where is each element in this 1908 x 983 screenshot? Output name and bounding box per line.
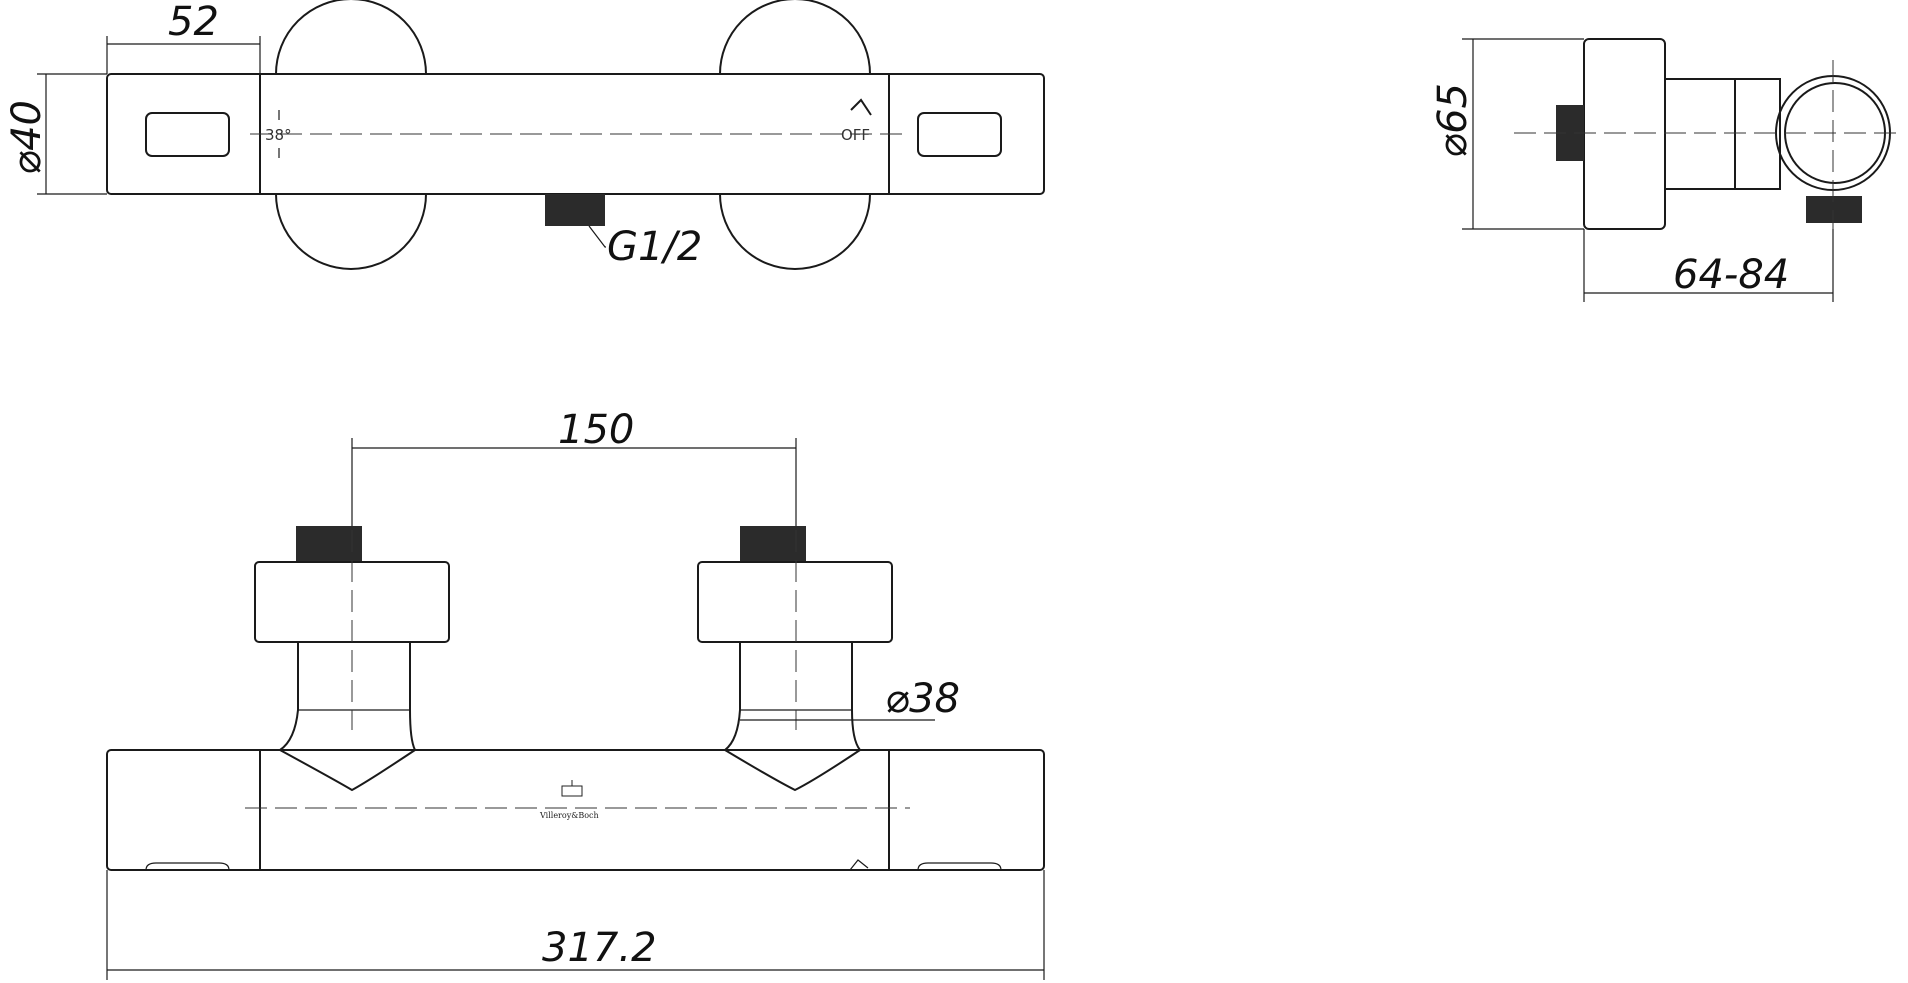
left-inlet-thread (296, 526, 362, 562)
side-outlet-thread (1806, 196, 1862, 223)
left-handle-disc-bottom (275, 193, 427, 270)
mixer-body-top (106, 73, 1045, 195)
dim-inlet-diameter: ⌀38 (885, 676, 960, 722)
valve-handle-icon (850, 98, 872, 116)
front-right-window-edge (917, 862, 1002, 871)
brand-label: Villeroy&Boch (539, 811, 599, 820)
right-inlet-thread (740, 526, 806, 562)
side-view: ⌀65 64-84 (1430, 38, 1897, 302)
castle-logo-icon (561, 780, 583, 797)
right-flange (697, 561, 893, 643)
off-label: OFF (841, 126, 870, 144)
dim-top-width: 52 (168, 0, 219, 45)
dim-side-diameter: ⌀65 (1430, 83, 1476, 158)
front-left-window-edge (145, 862, 230, 871)
left-stem (278, 642, 417, 792)
dim-center-distance: 150 (558, 407, 634, 453)
side-connector (1734, 78, 1781, 190)
right-stem (723, 642, 862, 792)
left-cap-window (145, 112, 230, 157)
temperature-label: 38° (265, 126, 292, 144)
front-handle-marker (849, 859, 869, 871)
outlet-thread (545, 194, 605, 226)
right-handle-disc-bottom (719, 193, 871, 270)
thread-leader (588, 225, 606, 248)
thread-spec-label: G1/2 (607, 224, 702, 270)
dim-side-range: 64-84 (1673, 252, 1789, 298)
top-view: 38° OFF G1/2 52 ⌀40 (4, 0, 1045, 270)
left-handle-disc-top (275, 0, 427, 75)
mixer-body-front (106, 749, 1045, 871)
dim-body-diameter: ⌀40 (4, 100, 50, 175)
front-view: Villeroy&Boch 150 ⌀38 317.2 (106, 407, 1045, 980)
dim-total-length: 317.2 (542, 925, 657, 971)
right-handle-disc-top (719, 0, 871, 75)
right-cap-window (917, 112, 1002, 157)
side-flange (1583, 38, 1666, 230)
side-stem (1664, 78, 1736, 190)
